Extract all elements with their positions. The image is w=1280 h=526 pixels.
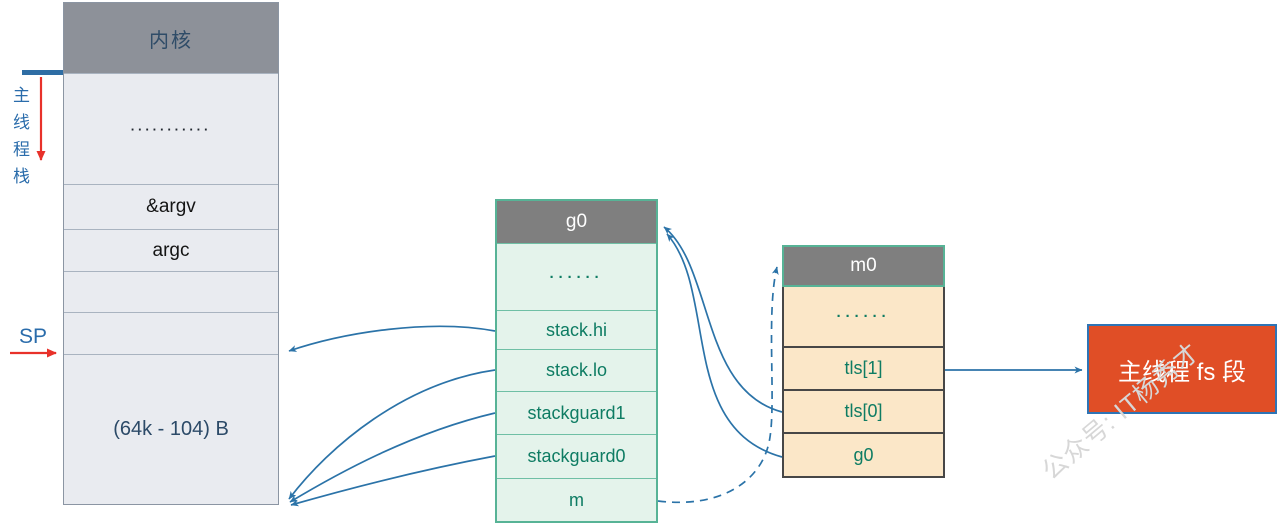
main-thread-stack-label: 主线程栈 — [10, 86, 29, 194]
arrow-m0-g0cell-to-g0-header — [666, 233, 783, 458]
m0-header: m0 — [782, 245, 945, 287]
arrow-stackguard1-to-stack-bottom — [289, 412, 496, 503]
kernel-header: 内核 — [64, 3, 278, 73]
kernel-cell-stack-size: (64k - 104) B — [64, 354, 278, 504]
m0-cell-tls1: tls[1] — [784, 346, 943, 389]
g0-cell-stackguard1: stackguard1 — [497, 391, 656, 434]
kernel-cell-empty-1 — [64, 271, 278, 312]
g0-cell-stack-hi: stack.hi — [497, 310, 656, 349]
g0-cell-stackguard0: stackguard0 — [497, 434, 656, 478]
kernel-cell-argv: &argv — [64, 184, 278, 229]
m0-cell-ellipsis: ······ — [784, 287, 943, 346]
kernel-cell-empty-2 — [64, 312, 278, 354]
m0-cell-g0: g0 — [784, 432, 943, 476]
fs-segment-box: 主线程 fs 段 — [1087, 324, 1277, 414]
sp-label: SP — [19, 325, 48, 348]
arrow-m0-tls0-to-g0-header — [663, 226, 783, 413]
m0-cell-tls0: tls[0] — [784, 389, 943, 432]
kernel-cell-ellipsis: ··········· — [64, 73, 278, 184]
g0-block: g0 ······ stack.hi stack.lo stackguard1 … — [495, 199, 658, 523]
kernel-cell-argc: argc — [64, 229, 278, 271]
arrow-stackhi-to-sp-line — [288, 325, 496, 352]
m0-block: m0 ······ tls[1] tls[0] g0 — [782, 245, 945, 478]
arrow-stacklo-to-stack-bottom — [288, 369, 496, 500]
m0-body: ······ tls[1] tls[0] g0 — [782, 287, 945, 478]
g0-cell-m: m — [497, 478, 656, 521]
arrow-stackguard0-to-stack-bottom — [290, 455, 496, 507]
arrow-g0-m-to-m0-header — [657, 266, 779, 504]
stack-top-tick — [22, 70, 63, 75]
g0-cell-stack-lo: stack.lo — [497, 349, 656, 391]
g0-header: g0 — [497, 201, 656, 243]
g0-cell-ellipsis: ······ — [497, 243, 656, 310]
kernel-stack-block: 内核 ··········· &argv argc (64k - 104) B — [63, 2, 279, 505]
